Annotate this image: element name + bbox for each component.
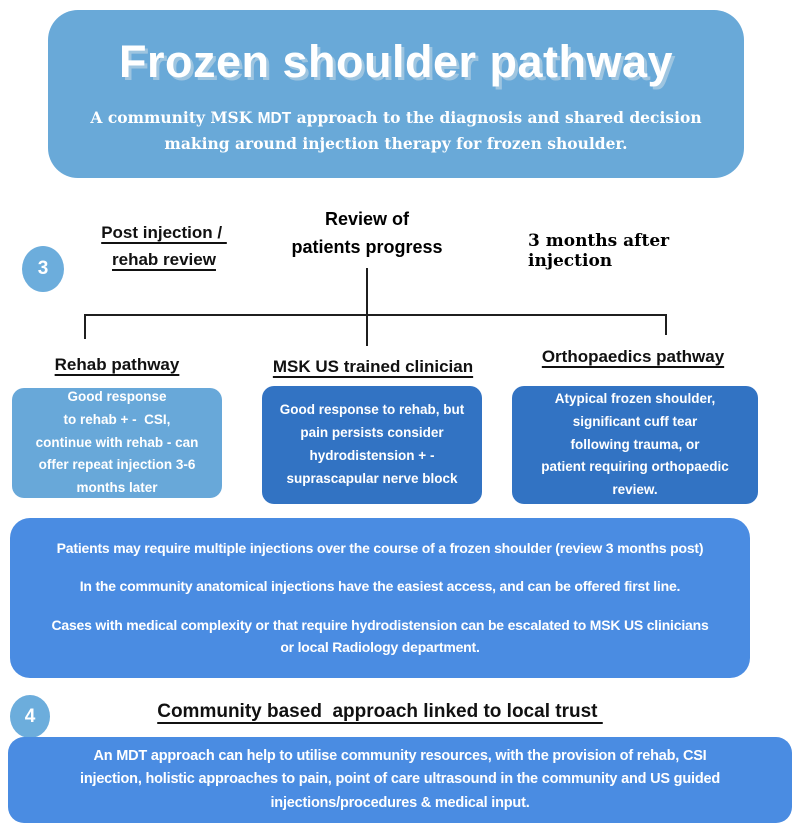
- subtitle-text-before: A community MSK: [90, 108, 258, 127]
- rehab-pathway-box: Good response to rehab + - CSI, continue…: [12, 388, 222, 498]
- injection-notes-box: Patients may require multiple injections…: [10, 518, 750, 678]
- community-approach-text: An MDT approach can help to utilise comm…: [80, 748, 720, 811]
- connector-stem-center: [366, 268, 368, 346]
- subtitle-text-after: approach to the diagnosis and shared dec…: [164, 108, 707, 153]
- step-4-badge: 4: [10, 695, 50, 738]
- subtitle-mdt-abbrev: MDT: [257, 110, 292, 127]
- orthopaedics-pathway-heading: Orthopaedics pathway: [541, 347, 725, 366]
- header-card: Frozen shoulder pathway A community MSK …: [48, 10, 744, 178]
- review-of-patients-progress-heading: Review of patients progress: [291, 209, 443, 257]
- rehab-pathway-heading: Rehab pathway: [54, 355, 180, 374]
- page-title: Frozen shoulder pathway: [118, 36, 674, 87]
- connector-drop-right: [665, 314, 667, 335]
- note-escalation: Cases with medical complexity or that re…: [51, 617, 709, 655]
- note-community-access: In the community anatomical injections h…: [79, 578, 681, 595]
- three-months-after-injection-note: 3 months after injection: [528, 231, 670, 271]
- post-injection-rehab-review-heading: Post injection / rehab review: [101, 223, 223, 270]
- step-3-badge: 3: [22, 246, 64, 292]
- msk-us-clinician-heading: MSK US trained clinician: [272, 357, 474, 376]
- connector-horizontal-rail: [84, 314, 667, 316]
- connector-drop-left: [84, 314, 86, 339]
- note-multiple-injections: Patients may require multiple injections…: [56, 539, 704, 556]
- community-approach-heading: Community based approach linked to local…: [157, 701, 603, 722]
- community-approach-box: An MDT approach can help to utilise comm…: [8, 737, 792, 823]
- msk-us-clinician-box: Good response to rehab, but pain persist…: [262, 386, 482, 504]
- orthopaedics-pathway-box: Atypical frozen shoulder, significant cu…: [512, 386, 758, 504]
- page-subtitle: A community MSK MDT approach to the diag…: [86, 106, 706, 157]
